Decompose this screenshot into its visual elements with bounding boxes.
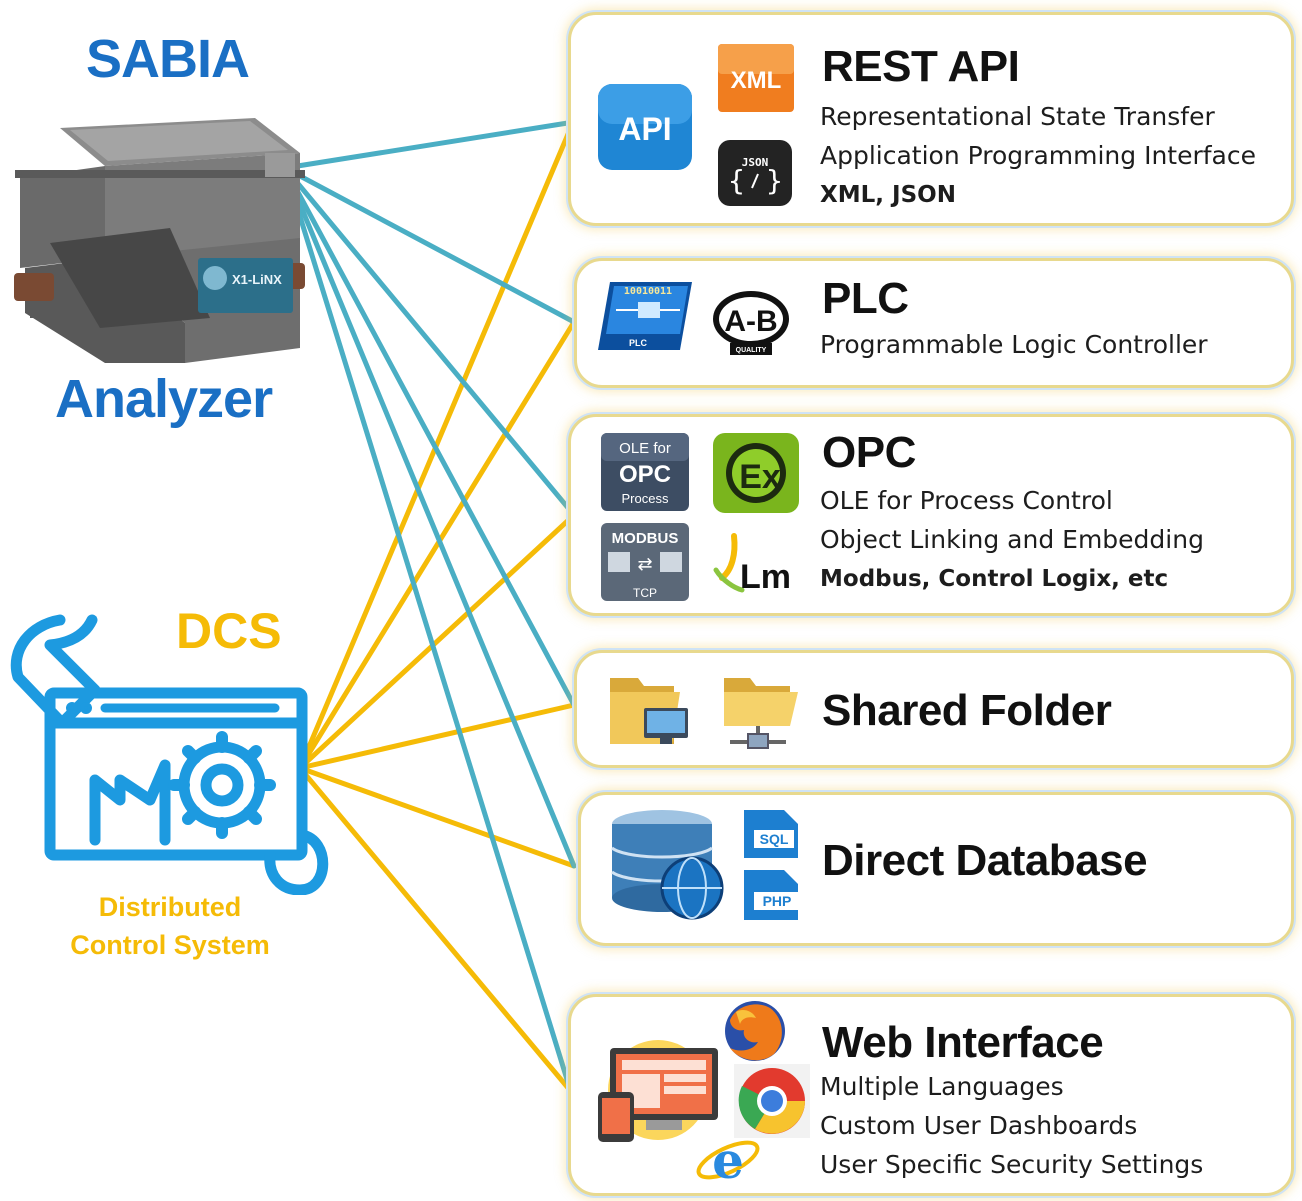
modbus-icon: MODBUS ⇄ TCP: [600, 522, 690, 602]
device-label: X1-LiNX: [232, 272, 282, 287]
rest-api-panel: [568, 12, 1294, 226]
analyzer-to-database-line: [282, 165, 577, 869]
plc-panel: [574, 258, 1294, 388]
rest-api-title: REST API: [822, 42, 1020, 91]
database-globe-icon: [608, 808, 733, 923]
rest-api-line-2: Application Programming Interface: [820, 141, 1256, 170]
responsive-devices-icon: [596, 1026, 724, 1144]
ole-icon-top: OLE for: [619, 440, 671, 457]
web-interface-line-2: Custom User Dashboards: [820, 1111, 1138, 1140]
firefox-icon: [722, 998, 788, 1064]
ex-icon: Ex: [712, 432, 800, 514]
api-icon-label: API: [618, 111, 671, 147]
ex-icon-label: Ex: [739, 458, 781, 496]
allen-bradley-icon: A-B QUALITY: [710, 285, 792, 357]
modbus-icon-bottom: TCP: [633, 586, 657, 600]
dcs-title: DCS: [176, 603, 282, 659]
dcs-connector-lines: [297, 117, 577, 1098]
web-interface-line-3: User Specific Security Settings: [820, 1150, 1204, 1179]
analyzer-to-shared-folder-line: [282, 165, 577, 708]
opc-title: OPC: [822, 428, 916, 477]
php-icon-label: PHP: [763, 893, 792, 909]
dcs-to-plc-line: [297, 319, 577, 771]
web-interface-line-1: Multiple Languages: [820, 1072, 1064, 1101]
svg-text:}: }: [766, 164, 783, 197]
dcs-to-shared-folder-line: [297, 702, 577, 771]
dcs-to-rest-api-line: [297, 117, 577, 771]
analyzer-title: Analyzer: [55, 369, 273, 429]
sql-icon-label: SQL: [760, 831, 789, 847]
network-folder-icon: [716, 664, 800, 752]
analyzer-to-plc-line: [282, 165, 577, 325]
chrome-icon: [734, 1064, 810, 1138]
xml-icon-label: XML: [731, 67, 782, 94]
dcs-to-database-line: [297, 765, 577, 869]
plc-icon-binary: 10010011: [624, 286, 672, 297]
sql-file-icon: SQL: [742, 808, 800, 860]
opc-line-1: OLE for Process Control: [820, 486, 1113, 515]
plc-icon: 10010011 PLC: [596, 278, 694, 354]
analyzer-to-web-interface-line: [282, 165, 577, 1105]
json-icon-label: JSON: [742, 156, 769, 169]
dcs-icon: [0, 605, 330, 899]
ole-opc-icon: OLE for OPC Process: [600, 432, 690, 512]
dcs-subtitle-line-2: Control System: [70, 930, 270, 960]
php-file-icon: PHP: [742, 868, 802, 922]
plc-line-1: Programmable Logic Controller: [820, 330, 1208, 359]
ole-icon-mid: OPC: [619, 461, 671, 488]
svg-text:⇄: ⇄: [637, 554, 652, 575]
analyzer-connector-lines: [282, 119, 577, 1105]
internet-explorer-icon: e: [692, 1126, 764, 1190]
rest-api-line-3: XML, JSON: [820, 182, 956, 208]
shared-folder-panel: [574, 650, 1294, 768]
json-icon: JSON { }: [716, 138, 794, 208]
dcs-subtitle-line-1: Distributed: [98, 892, 242, 922]
direct-database-title: Direct Database: [822, 836, 1148, 885]
xml-icon: XML: [716, 42, 796, 114]
folder-computer-icon: [604, 668, 692, 750]
dcs-to-opc-line: [297, 512, 577, 771]
ab-icon-label: A-B: [724, 305, 777, 338]
modbus-icon-top: MODBUS: [612, 530, 679, 547]
dcs-to-web-interface-line: [297, 765, 577, 1098]
analyzer-to-opc-line: [282, 165, 577, 518]
svg-text:e: e: [712, 1131, 744, 1190]
ole-icon-bottom: Process: [622, 491, 669, 506]
opc-line-3: Modbus, Control Logix, etc: [820, 566, 1169, 592]
plc-title: PLC: [822, 274, 909, 323]
analyzer-to-rest-api-line: [282, 119, 577, 171]
svg-text:Lm: Lm: [740, 558, 791, 594]
dcs-subtitle: Distributed Control System: [40, 888, 300, 964]
rest-api-line-1: Representational State Transfer: [820, 102, 1215, 131]
lm-logo-icon: Lm: [712, 530, 802, 594]
web-interface-title: Web Interface: [822, 1018, 1104, 1067]
sabia-title: SABIA: [86, 29, 250, 89]
shared-folder-title: Shared Folder: [822, 686, 1112, 735]
ab-icon-sub: QUALITY: [736, 347, 767, 354]
analyzer-device-image: X1-LiNX: [10, 108, 310, 377]
svg-text:{: {: [728, 164, 745, 197]
plc-icon-label: PLC: [629, 338, 648, 348]
opc-line-2: Object Linking and Embedding: [820, 525, 1204, 554]
api-icon: API: [596, 82, 694, 172]
